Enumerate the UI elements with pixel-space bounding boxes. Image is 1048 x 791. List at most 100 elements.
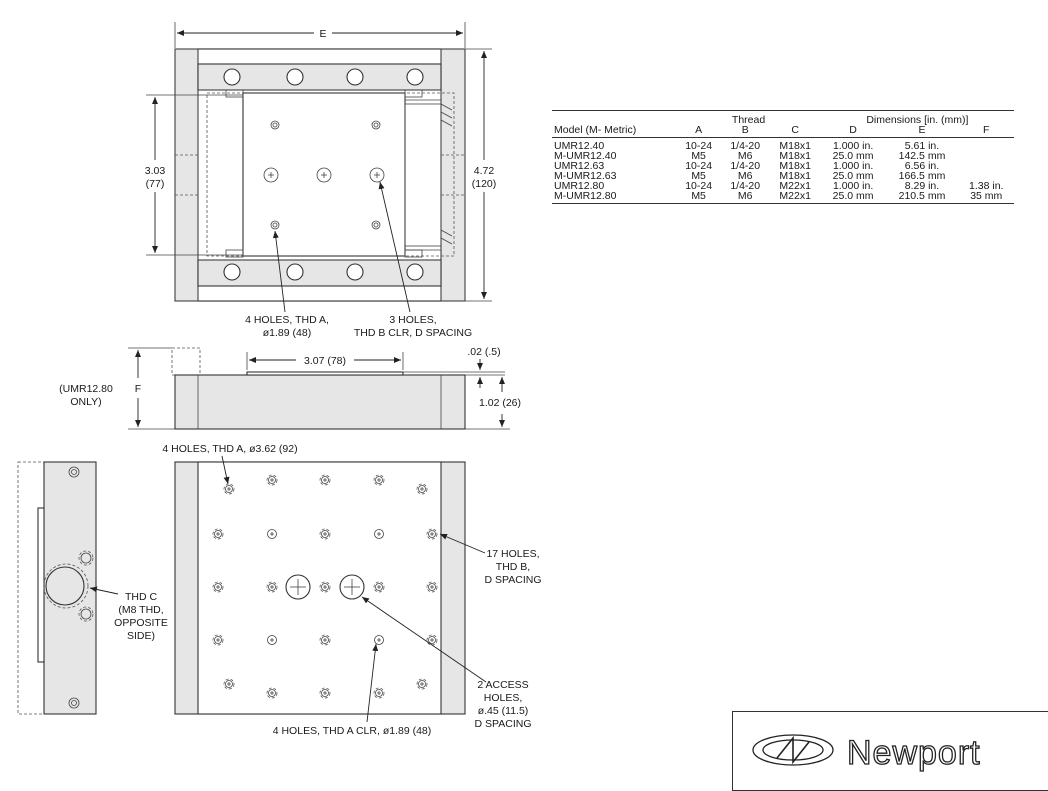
clearance-hole [267, 529, 277, 539]
threaded-hole [426, 528, 438, 540]
table-cell: M-UMR12.80 [552, 191, 677, 204]
table-row: M-UMR12.40 M5 M6 M18x1 25.0 mm 142.5 mm [552, 150, 1014, 162]
table-cell: 1.000 in. [832, 140, 874, 152]
table-cell: M18x1 [779, 170, 811, 182]
callout-holes-a-1: 4 HOLES, THD A, [245, 314, 329, 326]
table-cell: 25.0 mm [820, 191, 886, 204]
table-cell: M-UMR12.63 [554, 170, 617, 182]
table-header: C [769, 125, 821, 138]
table-cell: 1/4-20 [730, 140, 761, 152]
table-header: D [820, 125, 886, 138]
threaded-hole [373, 581, 385, 593]
table-cell: 5.61 in. [904, 140, 940, 152]
dim-height-in: 3.03 [145, 165, 166, 177]
table-row: UMR12.63 10-24 1/4-20 M18x1 1.000 in. 6.… [552, 160, 1014, 172]
clearance-hole [267, 635, 277, 645]
threaded-hole [212, 581, 224, 593]
table-cell: M5 [691, 170, 706, 182]
callout-holes-b-1: 3 HOLES, [389, 314, 436, 326]
table-header-row: Model (M- Metric) A B C D E F [552, 125, 1014, 138]
table-cell: M18x1 [779, 150, 811, 162]
table-cell: 10-24 [685, 180, 713, 192]
threaded-hole [319, 528, 331, 540]
table-cell: 25.0 mm [832, 150, 874, 162]
table-header: B [720, 125, 770, 138]
end-note-3: OPPOSITE [114, 617, 168, 629]
threaded-hole [266, 474, 278, 486]
dim-height: 1.02 (26) [479, 397, 521, 409]
threaded-hole [319, 634, 331, 646]
table-cell: M-UMR12.40 [554, 150, 617, 162]
bottom-hole-grid [212, 474, 438, 699]
dim-total-in: 4.72 [474, 165, 495, 177]
newport-logo-box: Newport [732, 711, 1048, 791]
table-cell: 6.56 in. [904, 160, 940, 172]
bottom-rail-holes [223, 263, 424, 281]
clearance-hole [374, 529, 384, 539]
table-header: Model (M- Metric) [552, 125, 677, 138]
clearance-hole [374, 635, 384, 645]
table-group-dimensions: Dimensions [in. (mm)] [820, 110, 1014, 125]
thd-a-holes [270, 120, 381, 230]
callout-access-4: D SPACING [475, 718, 532, 730]
callout-access-1: 2 ACCESS [477, 679, 528, 691]
table-cell: 35 mm [958, 191, 1014, 204]
table-cell [959, 138, 1014, 152]
top-rail-holes [223, 68, 424, 86]
dim-height-mm: (77) [146, 178, 165, 190]
table-cell: 1.000 in. [832, 180, 874, 192]
end-note-1: THD C [125, 591, 157, 603]
table-cell: M6 [737, 170, 753, 182]
table-cell: 25.0 mm [832, 170, 874, 182]
table-header: F [958, 125, 1014, 138]
table-group-spacer [552, 110, 677, 125]
threaded-hole [266, 581, 278, 593]
table-cell: M6 [720, 191, 770, 204]
table-row: M-UMR12.80 M5 M6 M22x1 25.0 mm 210.5 mm … [552, 191, 1014, 204]
threaded-hole [319, 581, 331, 593]
threaded-hole [223, 678, 235, 690]
threaded-hole [212, 634, 224, 646]
end-note-4: SIDE) [127, 630, 155, 642]
table-cell: M18x1 [779, 140, 811, 152]
table-cell: UMR12.40 [554, 140, 605, 152]
threaded-hole [373, 687, 385, 699]
table-header: A [676, 125, 721, 138]
dim-f: F [135, 383, 141, 395]
end-view: THD C (M8 THD, OPPOSITE SIDE) [17, 461, 168, 715]
table-cell: M22x1 [769, 191, 821, 204]
table-cell: 166.5 mm [898, 170, 946, 182]
table-cell: 1/4-20 [730, 160, 761, 172]
table-row: UMR12.80 10-24 1/4-20 M22x1 1.000 in. 8.… [552, 180, 1014, 192]
spec-table: Thread Dimensions [in. (mm)] Model (M- M… [552, 110, 1014, 204]
table-cell: 10-24 [685, 160, 713, 172]
threaded-hole [416, 678, 428, 690]
thd-b-holes [263, 167, 385, 183]
note-umr-line1: (UMR12.80 [59, 383, 113, 395]
table-row: M-UMR12.63 M5 M6 M18x1 25.0 mm 166.5 mm [552, 170, 1014, 182]
callout-holes-a-2: ø1.89 (48) [263, 327, 311, 339]
table-cell: 10-24 [685, 140, 713, 152]
threaded-hole [319, 687, 331, 699]
callout-17-1: 17 HOLES, [486, 548, 539, 560]
threaded-hole [319, 474, 331, 486]
callout-access-2: HOLES, [484, 692, 523, 704]
table-header: E [885, 125, 959, 138]
threaded-hole [266, 687, 278, 699]
top-view: E [145, 22, 496, 339]
table-cell: 8.29 in. [904, 180, 940, 192]
table-cell: 1.38 in. [969, 180, 1004, 192]
note-umr-line2: ONLY) [70, 396, 101, 408]
threaded-hole [223, 483, 235, 495]
table-cell: 142.5 mm [898, 150, 946, 162]
access-holes [285, 574, 365, 600]
table-cell: UMR12.80 [554, 180, 605, 192]
dim-gap: .02 (.5) [467, 346, 500, 358]
callout-holes-b-2: THD B CLR, D SPACING [354, 327, 472, 339]
dim-total-mm: (120) [472, 178, 497, 190]
callout-17-2: THD B, [496, 561, 530, 573]
table-cell [959, 161, 1014, 171]
dim-e-label: E [319, 28, 326, 40]
newport-logo-icon [752, 734, 834, 766]
